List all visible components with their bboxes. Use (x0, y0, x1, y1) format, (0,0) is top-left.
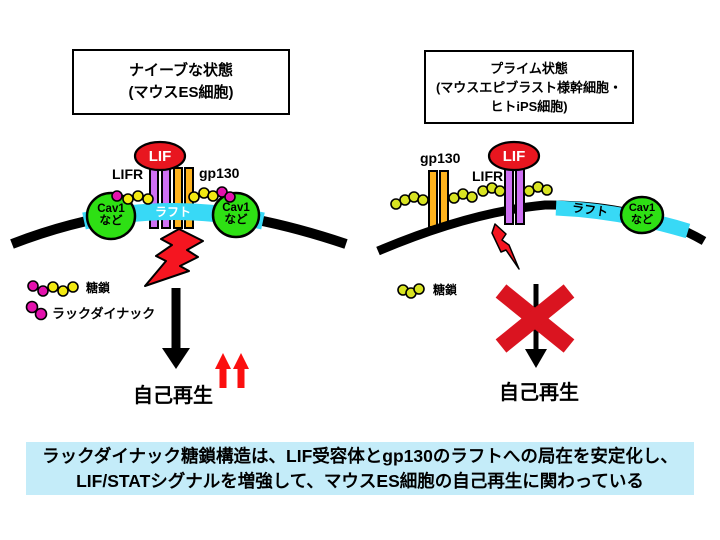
sugar-chain-right-b (448, 188, 478, 204)
title-box-primed: プライム状態 (マウスエピブラスト様幹細胞・ ヒトiPS細胞) (424, 50, 634, 124)
lifr-bars-right (504, 168, 525, 225)
gp130-label-left: gp130 (199, 165, 240, 181)
nado-text: など (99, 215, 123, 227)
cross-icon (495, 284, 575, 353)
cav1-label-left-1: Cav1 など (87, 203, 135, 227)
primed-title-line2: (マウスエピブラスト様幹細胞・ (435, 79, 623, 95)
cav1-text: Cav1 (97, 203, 125, 215)
gp130-label-right: gp130 (420, 150, 461, 166)
cav1-circles-left (85, 191, 261, 241)
lif-ligand-left (133, 140, 187, 172)
raft-label-left: ラフト (154, 205, 191, 219)
left-membrane-group (10, 140, 348, 388)
cav1-label-left-2: Cav1 など (212, 202, 260, 226)
lacdinac-legend-icon (25, 300, 48, 321)
primed-title-line3: ヒトiPS細胞) (490, 98, 568, 114)
naive-title-line2: (マウスES細胞) (128, 84, 234, 101)
self-renewal-label-right: 自己再生 (499, 382, 579, 404)
lif-label-left: LIF (148, 148, 172, 165)
nado-text: など (224, 214, 248, 226)
sugar-chain-left-a (111, 190, 154, 205)
naive-title-line1: ナイーブな状態 (128, 62, 234, 79)
lightning-icon-right (491, 223, 520, 270)
sugar-chain-legend-icon-right (397, 283, 425, 299)
lacdinac-label: ラックダイナック (52, 306, 156, 321)
cav1-label-right: Cav1 など (620, 202, 664, 226)
sugar-chain-right-d (523, 181, 553, 197)
caption-box: ラックダイナック糖鎖構造は、LIF受容体とgp130のラフトへの局在を安定化し、… (26, 442, 694, 495)
sugar-chain-left-b (188, 186, 236, 203)
lif-ligand-right (487, 140, 541, 172)
gp130-bars-right (428, 170, 449, 228)
lightning-icon-left (144, 228, 204, 287)
cav1-text: Cav1 (222, 202, 250, 214)
sugar-chain-label-left: 糖鎖 (86, 281, 111, 295)
sugar-chain-legend-icon (27, 280, 79, 297)
primed-title-line1: プライム状態 (490, 60, 568, 76)
title-box-naive: ナイーブな状態 (マウスES細胞) (72, 49, 290, 115)
caption-line1: ラックダイナック糖鎖構造は、LIF受容体とgp130のラフトへの局在を安定化し、 (42, 445, 678, 466)
cav1-circle-right (619, 195, 665, 235)
right-membrane-group (376, 140, 707, 368)
self-renewal-label-left: 自己再生 (133, 385, 213, 407)
lifr-label-left: LIFR (112, 166, 144, 182)
sugar-chain-right-a (390, 191, 429, 210)
cav1-text: Cav1 (628, 202, 656, 214)
sugar-chain-right-c (477, 182, 506, 197)
caption-line2: LIF/STATシグナルを増強して、マウスES細胞の自己再生に関わっている (76, 470, 644, 491)
sugar-chain-label-right: 糖鎖 (433, 283, 458, 297)
lifr-label-right: LIFR (472, 168, 504, 184)
up-arrows-icon (215, 353, 249, 388)
lif-label-right: LIF (502, 148, 526, 165)
down-arrow-left (162, 288, 190, 369)
nado-text: など (631, 214, 653, 226)
